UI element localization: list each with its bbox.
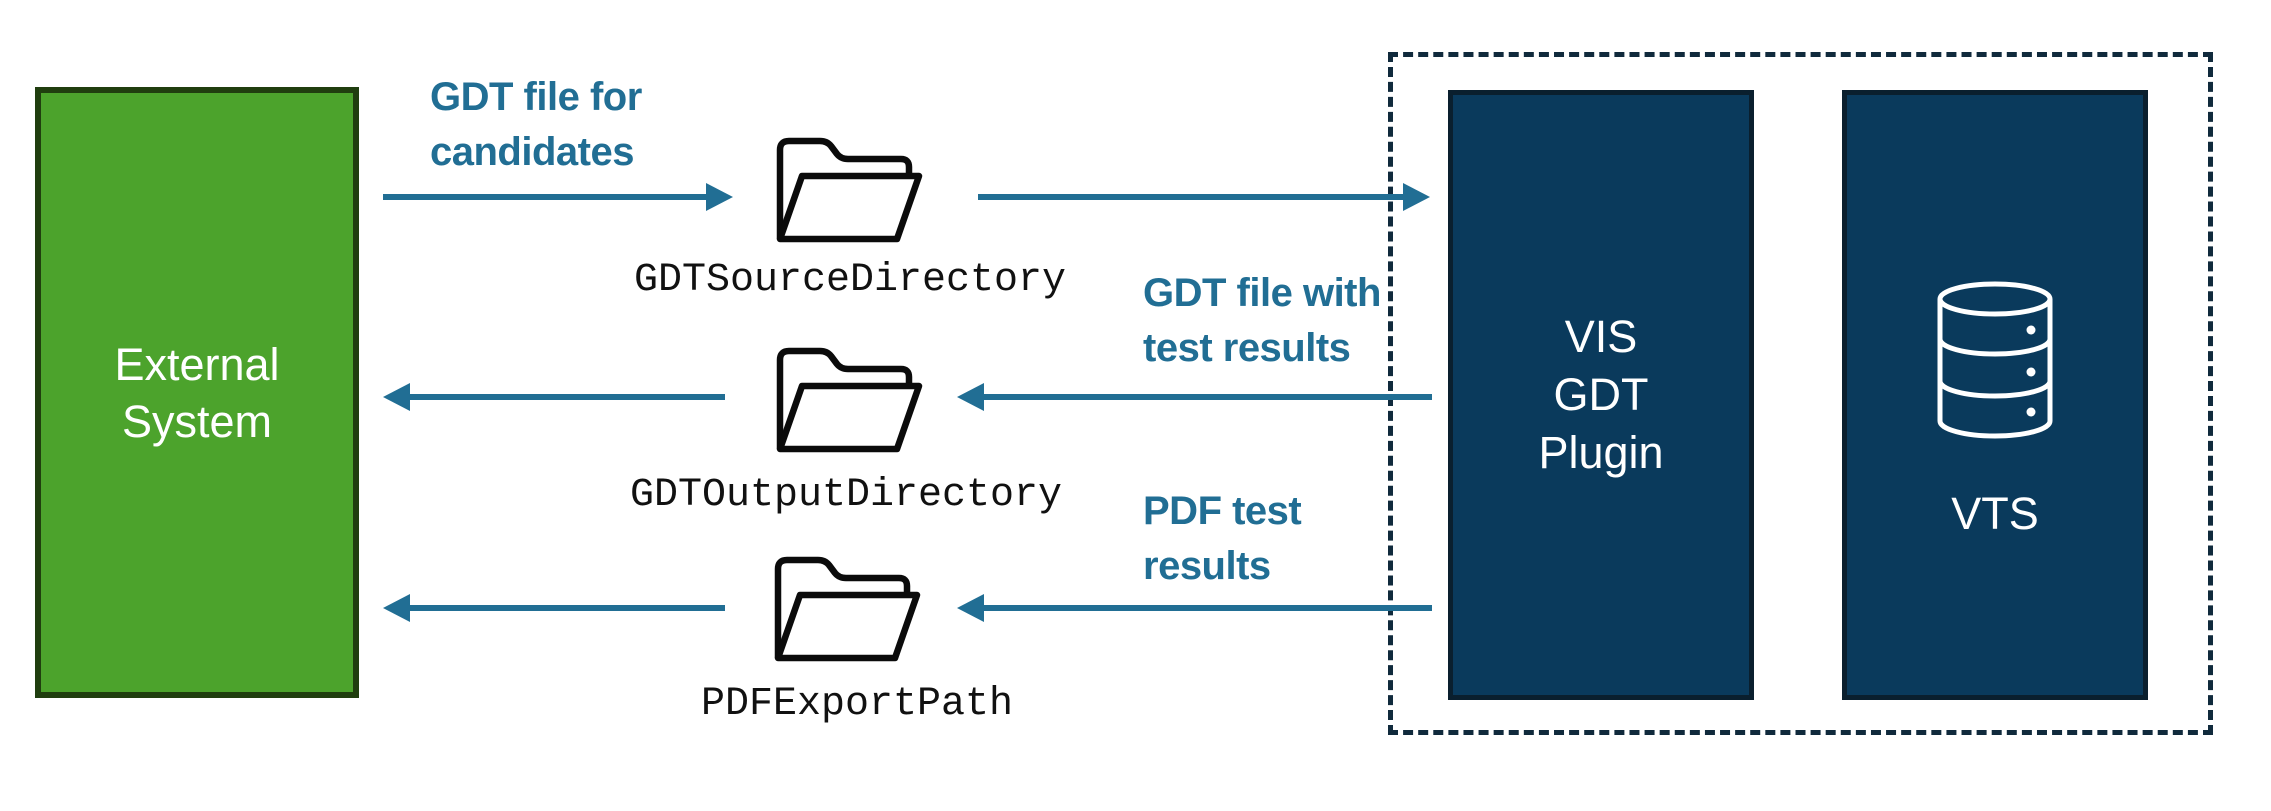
vis-gdt-plugin-box: VIS GDT Plugin: [1448, 90, 1754, 700]
vts-label: VTS: [1951, 488, 2039, 539]
arrow-shaft-plugin-to-output: [983, 394, 1432, 400]
flow-label-gdt-candidates: GDT file for candidates: [430, 75, 642, 174]
database-icon: [1937, 281, 2053, 439]
folder-icon: [776, 137, 923, 243]
arrow-shaft-plugin-to-pdf: [983, 605, 1432, 611]
plugin-vts-dashed-container: [1388, 52, 2213, 735]
arrow-shaft-pdf-to-external: [409, 605, 725, 611]
external-system-label-line2: System: [121, 395, 273, 447]
plugin-label-line1: VIS: [1564, 311, 1638, 362]
flow-label-gdt-results: GDT file with test results: [1143, 271, 1381, 370]
arrow-shaft-source-to-plugin: [978, 194, 1405, 200]
plugin-label-line3: Plugin: [1538, 427, 1664, 478]
external-system-label-line1: External: [114, 338, 280, 390]
arrowhead-left-icon: [957, 594, 984, 622]
flow-label-pdf-results: PDF test results: [1143, 489, 1302, 588]
vts-box: VTS: [1842, 90, 2148, 700]
arrowhead-right-icon: [706, 183, 733, 211]
arrowhead-left-icon: [383, 383, 410, 411]
arrowhead-left-icon: [383, 594, 410, 622]
arrowhead-left-icon: [957, 383, 984, 411]
external-system-box: External System: [35, 87, 359, 698]
arrow-shaft-output-to-external: [409, 394, 725, 400]
arrow-shaft-external-to-source: [383, 194, 707, 200]
folder-icon: [774, 556, 921, 662]
directory-label-pdfexport: PDFExportPath: [700, 682, 1014, 727]
directory-label-source: GDTSourceDirectory: [633, 258, 1067, 303]
plugin-label-line2: GDT: [1553, 369, 1649, 420]
directory-label-output: GDTOutputDirectory: [629, 473, 1063, 518]
folder-icon: [776, 347, 923, 453]
